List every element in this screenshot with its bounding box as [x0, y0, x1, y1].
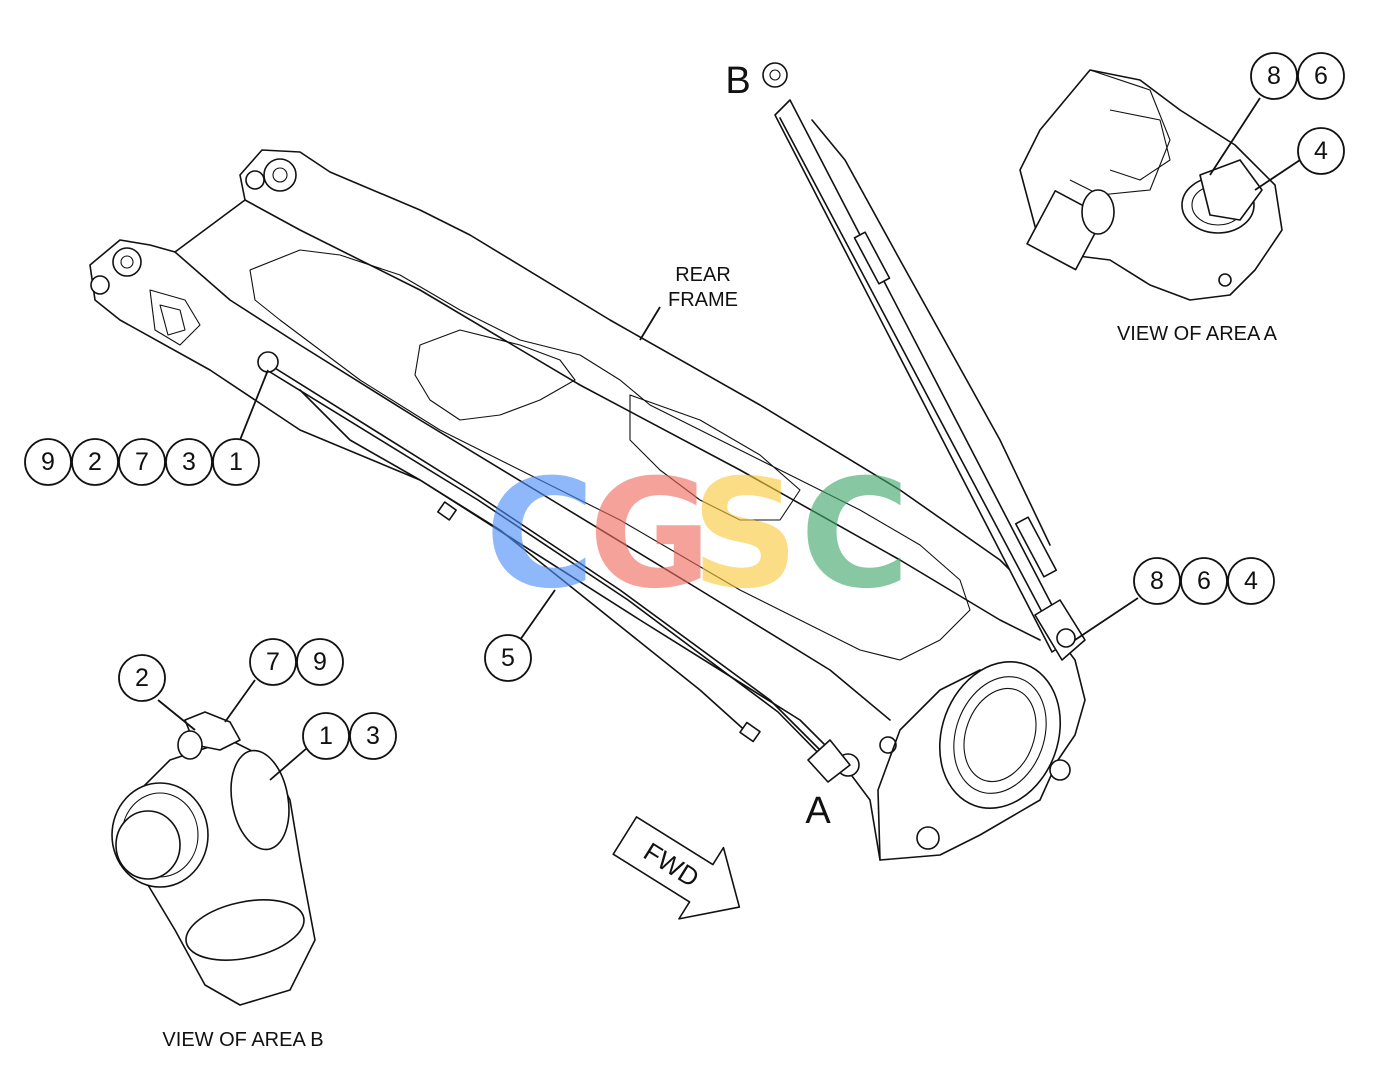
- area-a-marker: A: [805, 790, 831, 832]
- callout-view-a-single: 4: [1297, 127, 1345, 175]
- callout-1-view-b: 1: [319, 722, 333, 750]
- watermark-letter-g: G: [588, 448, 711, 622]
- callout-8-view-a: 8: [1267, 62, 1281, 90]
- rear-frame-label-line2: FRAME: [668, 289, 738, 311]
- callout-2-view-b: 2: [135, 664, 149, 692]
- view-area-a-drawing: [1019, 69, 1283, 301]
- callout-3: 3: [182, 448, 196, 476]
- cgsc-watermark: C G S C: [485, 448, 910, 622]
- callout-view-b-pair1: 7 9: [249, 638, 344, 686]
- rear-frame-drawing: [89, 149, 1086, 861]
- callout-group-left: 9 2 7 3 1: [24, 438, 260, 486]
- watermark-letter-s: S: [691, 448, 799, 622]
- callout-6: 6: [1197, 567, 1211, 595]
- hose-assembly-5: [257, 351, 860, 783]
- fwd-arrow: FWD: [612, 816, 741, 920]
- view-area-b-title: VIEW OF AREA B: [162, 1029, 323, 1051]
- callout-4: 4: [1244, 567, 1258, 595]
- callout-view-b-single: 2: [118, 654, 166, 702]
- callout-7-view-b: 7: [266, 648, 280, 676]
- callout-view-b-pair2: 1 3: [302, 712, 397, 760]
- callout-8: 8: [1150, 567, 1164, 595]
- watermark-letter-c1: C: [485, 448, 595, 622]
- view-area-b-drawing: [111, 711, 316, 1006]
- view-area-a-title: VIEW OF AREA A: [1117, 323, 1278, 345]
- tilt-cylinder: [762, 62, 1086, 661]
- callout-9-view-b: 9: [313, 648, 327, 676]
- area-b-marker: B: [725, 60, 750, 102]
- callout-1: 1: [229, 448, 243, 476]
- callout-item-5: 5: [484, 634, 532, 682]
- callout-6-view-a: 6: [1314, 62, 1328, 90]
- callout-4-view-a: 4: [1314, 137, 1328, 165]
- leader-lines: [157, 97, 1301, 781]
- watermark-letter-c2: C: [800, 448, 910, 622]
- callout-3-view-b: 3: [366, 722, 380, 750]
- callout-7: 7: [135, 448, 149, 476]
- callout-5: 5: [501, 644, 515, 672]
- callout-view-a-top: 8 6: [1250, 52, 1345, 100]
- callout-group-right: 8 6 4: [1133, 557, 1275, 605]
- callout-9: 9: [41, 448, 55, 476]
- rear-frame-label-line1: REAR: [675, 264, 731, 286]
- callout-2: 2: [88, 448, 102, 476]
